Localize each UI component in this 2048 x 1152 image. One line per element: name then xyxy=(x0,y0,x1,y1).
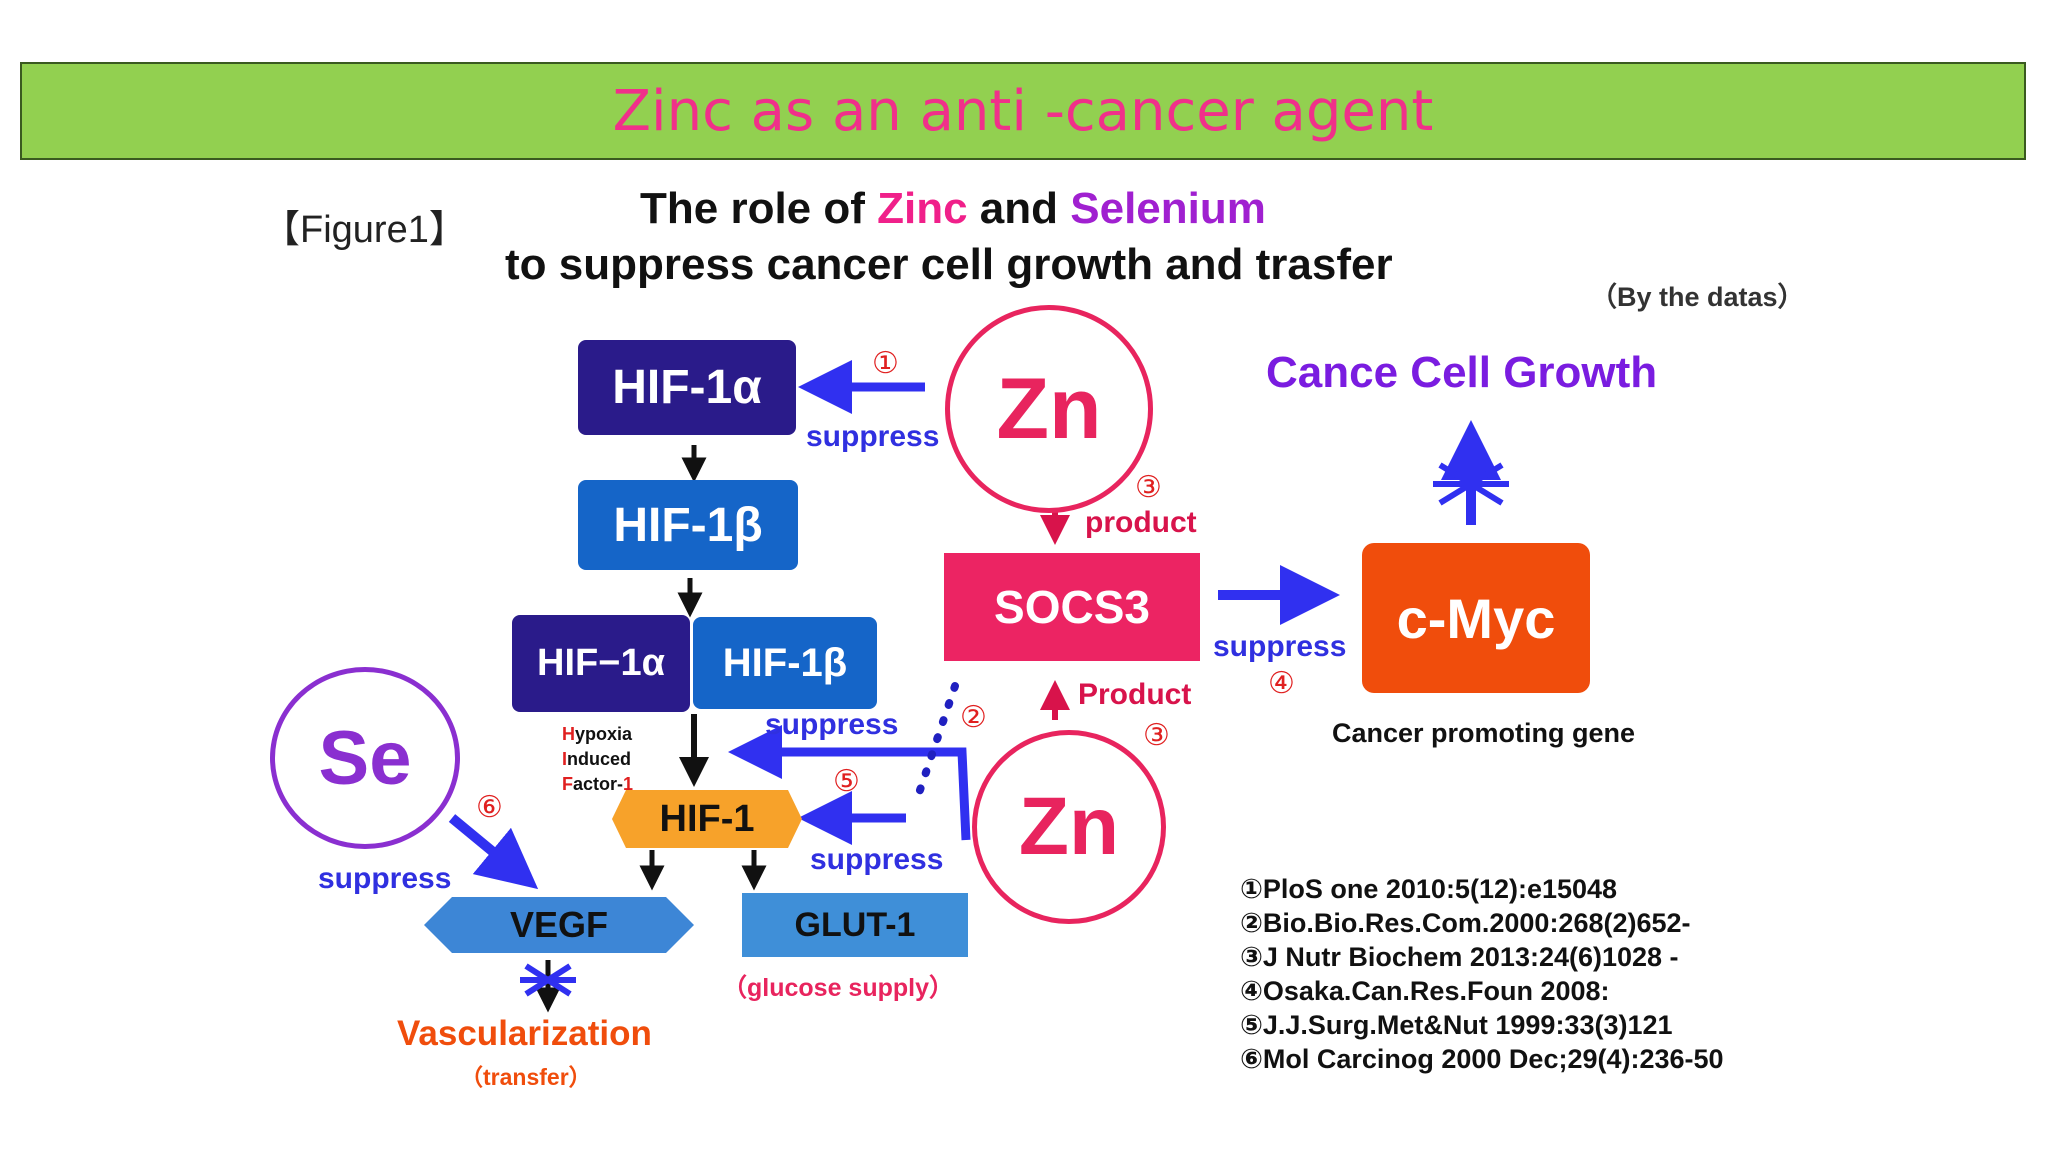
ref-marker-3-bottom: ③ xyxy=(1143,719,1170,752)
cancer-promoting-gene-label: Cancer promoting gene xyxy=(1332,718,1636,748)
transfer-label: （transfer） xyxy=(460,1064,592,1090)
suppress-label-5: suppress xyxy=(810,843,944,876)
title-banner: Zinc as an anti -cancer agent xyxy=(20,62,2026,160)
ref-marker-5: ⑤ xyxy=(833,765,860,798)
figure-tag: 【Figure1】 xyxy=(262,209,467,251)
ref-marker-4: ④ xyxy=(1268,667,1295,700)
se-label: Se xyxy=(318,715,412,801)
title-selenium: Selenium xyxy=(1070,184,1266,233)
induced-rest: nduced xyxy=(567,749,632,769)
title-zinc: Zinc xyxy=(877,184,968,233)
zn-bottom-label: Zn xyxy=(1018,781,1120,872)
ref-marker-2: ② xyxy=(960,701,987,734)
block-mark-vascularization xyxy=(520,963,576,997)
hif1a-pair-box: HIF−1α xyxy=(512,615,690,712)
zn-top-label: Zn xyxy=(996,360,1102,457)
title-part-and: and xyxy=(967,184,1071,233)
vascularization-label: Vascularization xyxy=(397,1014,652,1053)
banner-title: Zinc as an anti -cancer agent xyxy=(612,78,1434,144)
hypoxia-initial: H xyxy=(562,724,575,744)
suppress-label-2: suppress xyxy=(765,708,899,741)
reference-item: ②Bio.Bio.Res.Com.2000:268(2)652- xyxy=(1240,908,1691,938)
figure-title-line2: to suppress cancer cell growth and trasf… xyxy=(505,240,1393,289)
references-list: ①PloS one 2010:5(12):e15048 ②Bio.Bio.Res… xyxy=(1240,872,1724,1076)
ref-marker-6: ⑥ xyxy=(476,791,503,824)
product-label-top: product xyxy=(1085,506,1197,539)
title-part-a: The role of xyxy=(640,184,878,233)
zinc-circle-top: Zn xyxy=(945,305,1153,513)
ref-marker-1: ① xyxy=(872,347,899,380)
by-the-datas: （By the datas） xyxy=(1590,282,1805,312)
reference-item: ⑤J.J.Surg.Met&Nut 1999:33(3)121 xyxy=(1240,1010,1673,1040)
glut1-box: GLUT-1 xyxy=(742,893,968,957)
ref-marker-3-top: ③ xyxy=(1135,471,1162,504)
cance-cell-growth-label: Cance Cell Growth xyxy=(1266,348,1658,397)
vegf-label: VEGF xyxy=(509,904,608,945)
hif1a-box: HIF-1α xyxy=(578,340,796,435)
zinc-circle-bottom: Zn xyxy=(972,730,1166,924)
hypoxia-rest: ypoxia xyxy=(575,724,633,744)
suppress-label-1: suppress xyxy=(806,420,940,453)
hif-abbreviation-note: Hypoxia Induced Factor-1 xyxy=(562,722,633,797)
selenium-circle: Se xyxy=(270,667,460,849)
figure-title-line1: The role of Zinc and Selenium xyxy=(640,184,1266,234)
block-mark-growth xyxy=(1433,462,1509,506)
induced-initial: I xyxy=(562,749,568,769)
dotted-connector xyxy=(911,682,959,809)
reference-item: ①PloS one 2010:5(12):e15048 xyxy=(1240,874,1618,904)
reference-item: ③J Nutr Biochem 2013:24(6)1028 - xyxy=(1240,942,1679,972)
factor-rest: actor- xyxy=(573,774,624,794)
glucose-supply-label: （glucose supply） xyxy=(722,974,954,1002)
cmyc-box: c-Myc xyxy=(1362,543,1590,693)
product-label-bottom: Product xyxy=(1078,678,1192,711)
factor-initial: F xyxy=(562,774,573,794)
suppress-label-6: suppress xyxy=(318,862,452,895)
hif1-label: HIF-1 xyxy=(659,797,755,840)
vegf-shape xyxy=(424,897,694,953)
hif1b-pair-box: HIF-1β xyxy=(693,617,877,709)
arrow-se-to-vegf xyxy=(448,814,539,890)
reference-item: ⑥Mol Carcinog 2000 Dec;29(4):236-50 xyxy=(1240,1044,1724,1074)
suppress-label-4: suppress xyxy=(1213,630,1347,663)
socs3-box: SOCS3 xyxy=(944,553,1200,661)
factor-number: 1 xyxy=(623,774,634,794)
hif1-shape xyxy=(612,790,802,848)
arrow-zn-to-hif-pathway xyxy=(728,725,971,841)
reference-item: ④Osaka.Can.Res.Foun 2008: xyxy=(1240,976,1610,1006)
hif1b-box: HIF-1β xyxy=(578,480,798,570)
